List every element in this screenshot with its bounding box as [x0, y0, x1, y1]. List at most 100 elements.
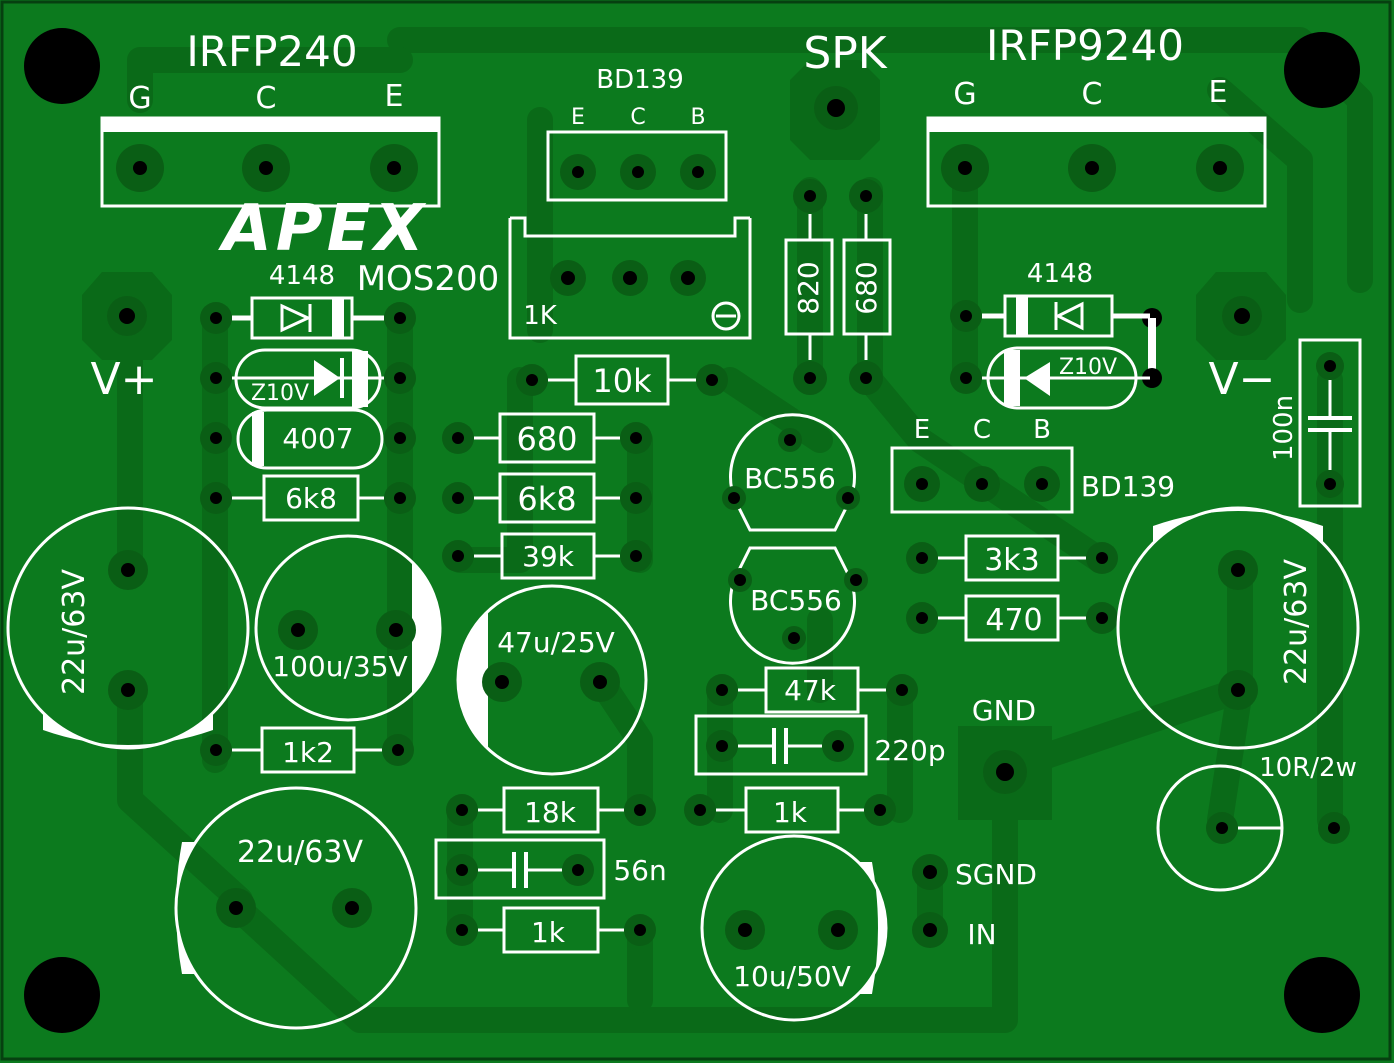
- diode-4007-footprint: [200, 408, 416, 470]
- mounting-hole: [24, 957, 100, 1033]
- capacitor-22u-bottom-label: 22u/63V: [237, 835, 363, 870]
- resistor-680v-label: 680: [850, 261, 883, 314]
- capacitor-56n-footprint: [434, 838, 606, 900]
- resistor-10k-label: 10k: [592, 362, 652, 400]
- irfp240-label: IRFP240: [186, 27, 357, 76]
- resistor-6k8-left-label: 6k8: [285, 482, 337, 515]
- zener-right-footprint: [950, 346, 1162, 410]
- capacitor-47u-footprint: [456, 584, 648, 776]
- bd139-top-pin-b: B: [690, 105, 705, 130]
- zener-left-label: Z10V: [251, 381, 309, 406]
- capacitor-10u-label: 10u/50V: [733, 960, 851, 993]
- resistor-6k8-mid-label: 6k8: [517, 480, 576, 518]
- capacitor-22u-right-footprint: [1116, 506, 1360, 750]
- spk-label: SPK: [803, 28, 887, 79]
- resistor-820-footprint: [784, 179, 834, 395]
- capacitor-100n-footprint: [1298, 338, 1362, 508]
- sgnd-label: SGND: [955, 858, 1037, 891]
- resistor-470-label: 470: [985, 603, 1042, 638]
- gnd-pad: [958, 726, 1052, 820]
- vminus-label: V−: [1209, 354, 1276, 405]
- resistor-6k8-left-footprint: [200, 474, 416, 522]
- zener-right-label: Z10V: [1059, 355, 1117, 380]
- capacitor-56n-label: 56n: [613, 854, 666, 887]
- spk-pad: [790, 60, 880, 160]
- in-label: IN: [967, 918, 996, 951]
- resistor-47k-footprint: [706, 666, 918, 714]
- irfp240-pin-g: G: [128, 81, 151, 116]
- bc556-b-footprint: [728, 546, 868, 665]
- resistor-680-label: 680: [516, 420, 577, 458]
- resistor-1k2-label: 1k2: [282, 736, 334, 769]
- resistor-3k3-footprint: [906, 534, 1118, 582]
- capacitor-47u-label: 47u/25V: [497, 626, 615, 659]
- capacitor-100n-label: 100n: [1269, 395, 1299, 461]
- bd139-top-pin-c: C: [630, 105, 645, 130]
- gnd-label: GND: [972, 694, 1036, 727]
- resistor-18k-label: 18k: [524, 796, 577, 829]
- apex-logo: APEX: [217, 192, 428, 266]
- capacitor-22u-bottom-footprint: [174, 786, 418, 1030]
- resistor-680-footprint: [442, 412, 652, 464]
- capacitor-220p-footprint: [694, 714, 868, 776]
- resistor-1k-bottom-footprint: [446, 906, 656, 954]
- zener-left-footprint: [200, 348, 416, 410]
- bd139-top-footprint: [546, 130, 728, 202]
- sgnd-pad: [912, 854, 948, 890]
- mounting-hole: [24, 28, 100, 104]
- mounting-holes: [24, 28, 1360, 1033]
- in-pad: [912, 912, 948, 948]
- resistor-1k-mid-footprint: [684, 786, 896, 834]
- irfp240-pin-c: C: [256, 81, 277, 116]
- resistor-39k-footprint: [442, 532, 652, 580]
- resistor-47k-label: 47k: [784, 674, 837, 707]
- resistor-680v-footprint: [842, 179, 892, 395]
- diode-4148-left-footprint: [200, 296, 416, 340]
- copper-traces: [117, 27, 1373, 1033]
- irfp9240-pin-c: C: [1082, 77, 1103, 112]
- vplus-label: V+: [91, 354, 158, 405]
- resistor-10k-footprint: [516, 354, 728, 406]
- mounting-hole: [1284, 32, 1360, 108]
- irfp240-pin-e: E: [385, 79, 404, 114]
- resistor-470-footprint: [906, 594, 1118, 642]
- bc556-a-label: BC556: [744, 462, 836, 495]
- diode-4148-right-label: 4148: [1027, 259, 1093, 289]
- capacitor-100u-label: 100u/35V: [272, 650, 407, 683]
- resistor-10r-footprint: [1156, 764, 1350, 892]
- irfp9240-pin-e: E: [1209, 75, 1228, 110]
- bd139-mid-label: BD139: [1081, 470, 1175, 503]
- bd139-top-pin-e: E: [571, 105, 585, 130]
- model-label: MOS200: [357, 259, 500, 299]
- capacitor-220p-label: 220p: [874, 734, 945, 767]
- resistor-6k8-mid-footprint: [442, 472, 652, 524]
- vplus-pad: [82, 272, 172, 360]
- bd139-mid-pin-e: E: [914, 415, 930, 445]
- resistor-10r-label: 10R/2w: [1259, 753, 1357, 783]
- capacitor-22u-left-label: 22u/63V: [57, 569, 92, 695]
- resistor-1k-bottom-label: 1k: [531, 916, 566, 949]
- irfp9240-pin-g: G: [953, 77, 976, 112]
- resistor-18k-footprint: [446, 786, 656, 834]
- resistor-1k2-footprint: [200, 726, 414, 774]
- bd139-mid-pin-b: B: [1033, 415, 1051, 445]
- bd139-mid-footprint: [890, 446, 1074, 514]
- mounting-hole: [1284, 957, 1360, 1033]
- resistor-39k-label: 39k: [522, 540, 575, 573]
- diode-4148-right-footprint: [950, 294, 1162, 378]
- irfp240-footprint: [100, 116, 441, 208]
- diode-4148-left-label: 4148: [269, 261, 335, 291]
- bd139-top-label: BD139: [596, 65, 683, 95]
- irfp9240-footprint: [926, 116, 1267, 208]
- bc556-b-label: BC556: [750, 584, 842, 617]
- bc556-a-footprint: [722, 413, 860, 532]
- resistor-820-label: 820: [792, 261, 825, 314]
- trimmer-label: 1K: [523, 301, 558, 331]
- capacitor-100u-footprint: [254, 534, 442, 722]
- capacitor-10u-footprint: [700, 834, 888, 1022]
- irfp9240-label: IRFP9240: [986, 21, 1184, 70]
- resistor-3k3-label: 3k3: [984, 543, 1040, 578]
- vminus-pad: [1196, 272, 1286, 360]
